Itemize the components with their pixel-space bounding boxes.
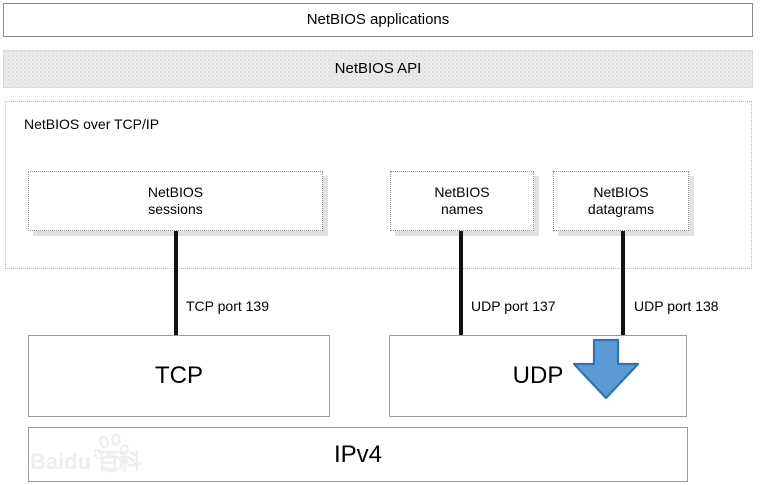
netbios-over-tcpip-label: NetBIOS over TCP/IP [24,116,160,132]
netbios-datagrams-line1: NetBIOS [593,183,649,200]
netbios-applications-label: NetBIOS applications [306,10,450,28]
connector-datagrams-to-udp [621,231,625,337]
netbios-sessions-box: NetBIOS sessions [28,171,323,231]
netbios-api-box: NetBIOS API [3,50,753,88]
netbios-sessions-label: NetBIOS sessions [148,184,203,218]
netbios-api-label: NetBIOS API [334,59,422,77]
connector-names-to-udp [459,231,463,337]
netbios-datagrams-line2: datagrams [587,201,655,217]
port-label-udp-138: UDP port 138 [634,298,719,314]
netbios-names-box: NetBIOS names [390,171,534,231]
netbios-names-line2: names [440,201,484,217]
port-label-tcp-139: TCP port 139 [186,298,270,314]
netbios-sessions-line2: sessions [148,201,203,217]
udp-label: UDP [512,362,564,390]
tcp-box: TCP [28,335,330,417]
netbios-datagrams-box: NetBIOS datagrams [553,171,689,231]
netbios-applications-box: NetBIOS applications [3,3,753,37]
netbios-sessions-line1: NetBIOS [147,183,204,200]
udp-box: UDP [389,335,687,417]
connector-sessions-to-tcp [174,231,178,337]
netbios-names-line1: NetBIOS [434,183,490,200]
ipv4-box: IPv4 [28,427,688,482]
ipv4-label: IPv4 [333,440,383,468]
tcp-label: TCP [155,362,203,390]
netbios-datagrams-label: NetBIOS datagrams [588,184,654,218]
netbios-names-label: NetBIOS names [434,184,489,218]
port-label-udp-137: UDP port 137 [471,298,556,314]
